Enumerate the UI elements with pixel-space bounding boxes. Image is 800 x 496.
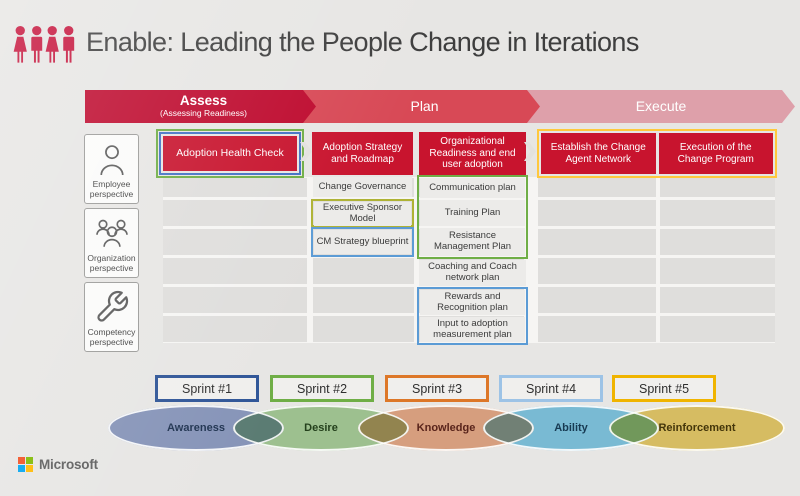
- activity-box-change-agent-network: Establish the Change Agent Network: [541, 133, 656, 174]
- grid-column-gap: [656, 177, 660, 343]
- microsoft-wordmark: Microsoft: [39, 457, 98, 472]
- phase-chevron-plan: Plan: [303, 90, 546, 123]
- phase-chevron-execute: Execute: [527, 90, 795, 123]
- sprint-box-5: Sprint #5: [612, 375, 716, 402]
- plan-item-communication-plan: Communication plan: [420, 178, 525, 198]
- sprint-box-2: Sprint #2: [270, 375, 374, 402]
- plan-item-rewards-recognition-plan: Rewards and Recognition plan: [420, 290, 525, 315]
- perspective-organization: Organization perspective: [84, 208, 139, 278]
- phase-label: Assess: [179, 93, 228, 109]
- adkar-label-awareness: Awareness: [167, 422, 225, 434]
- adoption-health-check-inner-frame: Adoption Health Check: [159, 132, 301, 175]
- plan-item-coaching-network-plan: Coaching and Coach network plan: [419, 260, 526, 286]
- microsoft-logo-icon: [18, 457, 33, 472]
- grid-column-gap: [307, 177, 313, 343]
- perspective-competency: Competency perspective: [84, 282, 139, 352]
- perspective-label: Employee perspective: [89, 178, 134, 199]
- execute-activities-frame: Establish the Change Agent Network Execu…: [537, 129, 777, 178]
- activity-box-adoption-strategy: Adoption Strategy and Roadmap: [312, 132, 413, 175]
- adkar-label-knowledge: Knowledge: [416, 422, 476, 434]
- plan-item-adoption-measurement-plan: Input to adoption measurement plan: [420, 317, 525, 342]
- person-icon: [99, 145, 124, 176]
- perspective-label: Competency perspective: [87, 326, 136, 347]
- wrench-icon: [96, 290, 128, 322]
- page-title: Enable: Leading the People Change in Ite…: [86, 27, 639, 57]
- adkar-label-ability: Ability: [554, 422, 588, 434]
- activity-box-org-readiness: Organizational Readiness and end user ad…: [419, 132, 526, 175]
- people-icon: [95, 219, 128, 247]
- phase-label: Plan: [410, 97, 439, 114]
- phase-chevron-assess: Assess (Assessing Readiness): [85, 90, 322, 123]
- perspective-employee: Employee perspective: [84, 134, 139, 204]
- sprint-box-3: Sprint #3: [385, 375, 489, 402]
- plan-item-exec-sponsor-model: Executive Sponsor Model: [314, 202, 411, 226]
- phase-label: Execute: [635, 97, 687, 114]
- activity-box-adoption-health-check: Adoption Health Check: [163, 136, 297, 171]
- people-group-icon: [13, 25, 75, 63]
- adkar-label-desire: Desire: [304, 422, 338, 434]
- adkar-label-reinforcement: Reinforcement: [658, 422, 736, 434]
- perspective-label: Organization perspective: [87, 252, 136, 273]
- adoption-health-check-outer-frame: Adoption Health Check: [156, 129, 304, 178]
- ellipse-outline: [609, 405, 785, 451]
- plan-item-cm-strategy-blueprint: CM Strategy blueprint: [314, 230, 411, 254]
- plan-group-frame-blue: Rewards and Recognition plan Input to ad…: [417, 287, 528, 345]
- plan-item-frame-cm-strategy: CM Strategy blueprint: [311, 227, 414, 257]
- activity-box-change-program-execution: Execution of the Change Program: [658, 133, 773, 174]
- sprint-box-1: Sprint #1: [155, 375, 259, 402]
- microsoft-logo: Microsoft: [18, 457, 98, 472]
- grid-column-gap: [414, 177, 419, 343]
- phase-sublabel: (Assessing Readiness): [160, 108, 247, 119]
- plan-item-resistance-mgmt-plan: Resistance Management Plan: [420, 228, 525, 256]
- sprint-box-4: Sprint #4: [499, 375, 603, 402]
- plan-item-training-plan: Training Plan: [420, 200, 525, 226]
- plan-item-frame-exec-sponsor: Executive Sponsor Model: [311, 199, 414, 227]
- plan-item-change-governance: Change Governance: [313, 177, 412, 197]
- plan-group-frame-green: Communication plan Training Plan Resista…: [417, 175, 528, 259]
